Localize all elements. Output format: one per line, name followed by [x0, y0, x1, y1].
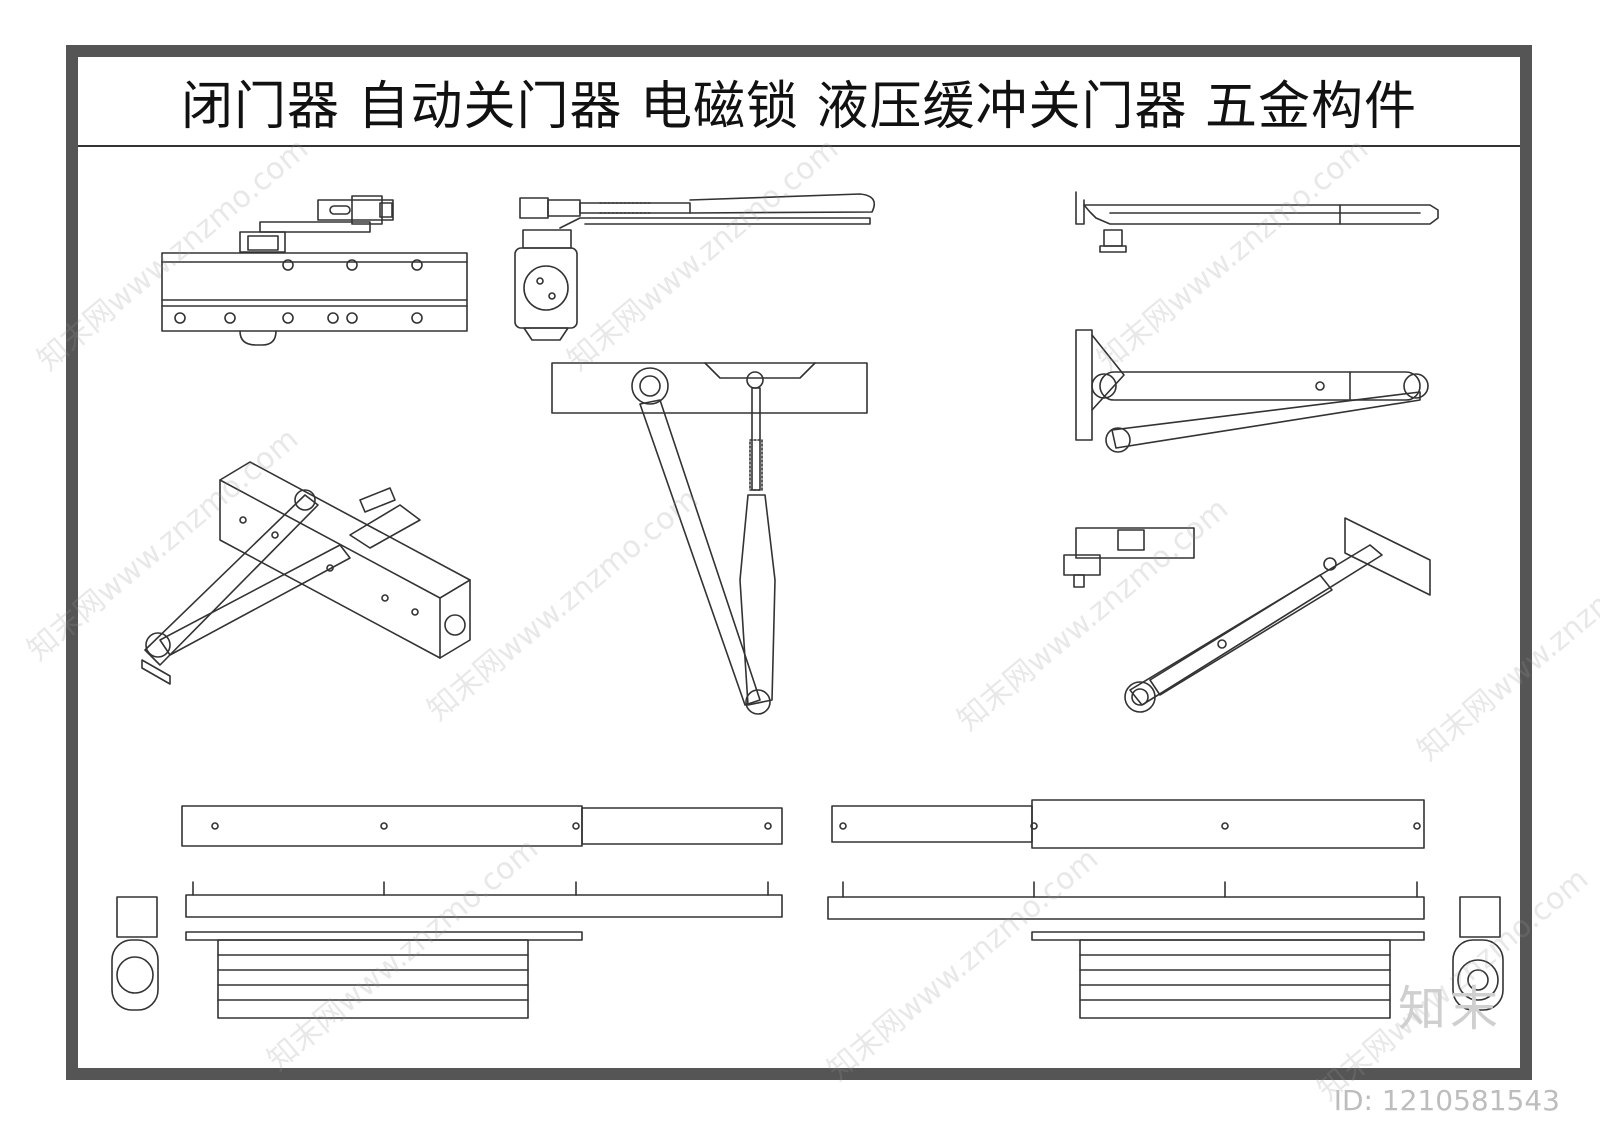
- title-band: 闭门器 自动关门器 电磁锁 液压缓冲关门器 五金构件: [78, 57, 1520, 147]
- closer-isometric-view: [141, 461, 471, 685]
- closer-side-view: [514, 193, 876, 341]
- rod-assembly-center: [551, 362, 868, 715]
- arm-side-view-top-right: [1075, 191, 1439, 253]
- page-title: 闭门器 自动关门器 电磁锁 液压缓冲关门器 五金构件: [180, 76, 1418, 137]
- small-bracket: [1063, 527, 1195, 588]
- concealed-closer-left: [111, 805, 783, 1019]
- concealed-closer-right: [827, 799, 1504, 1019]
- parallel-arm-plan-view: [1075, 329, 1429, 453]
- brand-logo: 知末: [1397, 981, 1502, 1037]
- closer-front-view: [161, 195, 468, 346]
- image-id: ID: 1210581543: [1333, 1084, 1560, 1117]
- arm-isometric-view: [1124, 517, 1431, 713]
